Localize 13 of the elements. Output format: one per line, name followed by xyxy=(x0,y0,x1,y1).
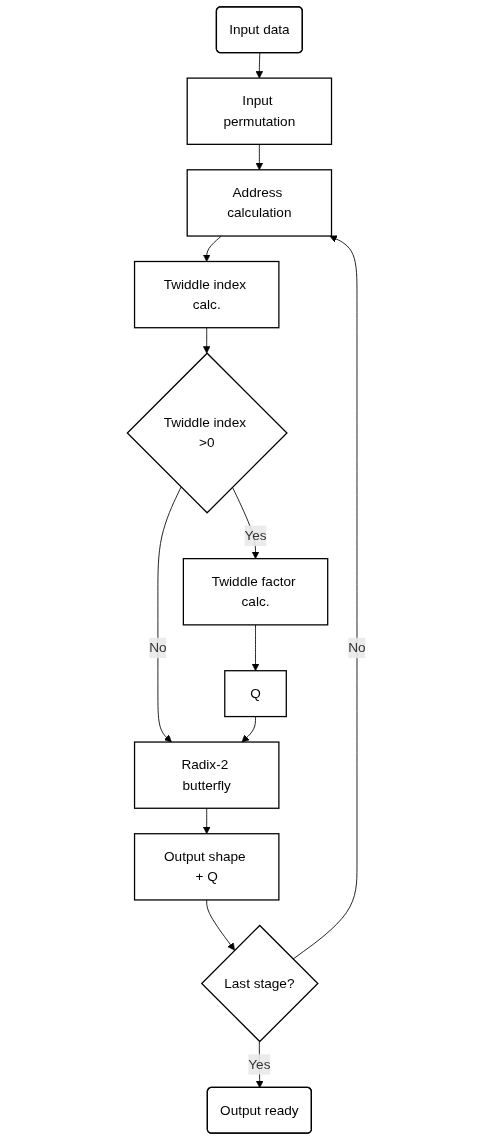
edge-label: No xyxy=(149,640,167,655)
node-box: Q xyxy=(224,670,287,718)
node-box: Address calculation xyxy=(186,169,333,237)
node-box: Output shape + Q xyxy=(133,833,280,901)
edge-label: Yes xyxy=(244,528,267,543)
edge-label: Yes xyxy=(248,1056,271,1072)
node-box: Input permutation xyxy=(186,77,333,145)
edge-label: No xyxy=(348,640,366,655)
node-diamond: Twiddle index >0 xyxy=(126,352,288,514)
node-box: Twiddle factor calc. xyxy=(182,558,329,626)
node-box: Radix-2 butterfly xyxy=(133,741,280,809)
node-diamond: Last stage? xyxy=(200,924,319,1043)
node-box: Twiddle index calc. xyxy=(133,260,280,329)
